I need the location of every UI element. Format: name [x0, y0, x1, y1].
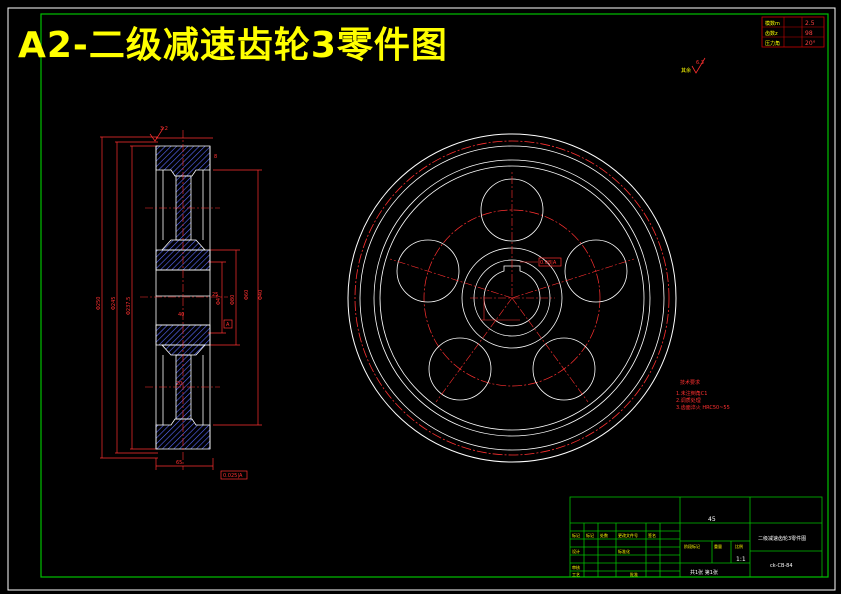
lightening-hole-3 — [532, 337, 596, 401]
title-block-scale: 1:1 — [736, 556, 746, 563]
title-block-drawing-no: ck-CB-84 — [770, 563, 793, 569]
datum-box — [223, 319, 233, 329]
title-block-row-label-2: 审核 — [572, 564, 580, 570]
dim-text-1: Φ245 — [111, 297, 117, 310]
dim-text-6: Φ60 — [244, 290, 250, 300]
lightening-hole-4 — [428, 337, 492, 401]
param-label-1: 齿数z — [765, 30, 778, 37]
top-roughness: 3.2 — [160, 126, 168, 132]
tolerance-frame-text: 0.025|A — [223, 473, 243, 479]
tech-req-item-1: 1.未注倒角C1 — [676, 390, 707, 397]
param-label-2: 压力角 — [765, 40, 780, 47]
title-block-col-label-0: 标记 — [586, 532, 594, 538]
dim-text-2: Φ237.5 — [126, 297, 132, 315]
param-value-2: 20° — [805, 40, 816, 47]
pitch-circle — [354, 140, 670, 456]
title-block-std-label: 标准化 — [618, 548, 630, 554]
roughness-note-label: 其余 — [681, 67, 691, 74]
title-block-row-label-1: 设计 — [572, 548, 580, 554]
tech-req-item-2: 2.调质处理 — [676, 397, 701, 404]
title-block-weight-label: 重量 — [714, 543, 722, 549]
lightening-hole-5 — [396, 239, 460, 303]
tip-circle — [347, 133, 677, 463]
keyway-tol-frame — [538, 257, 562, 267]
tech-req-heading: 技术要求 — [680, 379, 700, 386]
lightening-hole-2 — [564, 239, 628, 303]
title-block — [569, 496, 823, 578]
dim-text-11: 40 — [178, 312, 184, 318]
title-block-material: 45 — [708, 516, 716, 523]
title-block-row-label-3: 工艺 — [572, 572, 580, 577]
datum-label: A — [226, 322, 230, 328]
dim-text-10: 65 — [176, 460, 182, 466]
title-block-drawing-name: 二级减速齿轮3零件图 — [758, 535, 806, 542]
param-value-0: 2.5 — [805, 20, 815, 27]
title-block-stage-label: 阶段标记 — [684, 543, 700, 549]
title-block-row-label-0: 标记 — [572, 532, 580, 538]
root-circle — [359, 145, 665, 451]
keyway-tol-text: 0.08|A — [540, 260, 557, 266]
bore-keyway — [483, 265, 541, 327]
hole-center-circle — [423, 209, 601, 387]
inner-frame — [40, 13, 829, 578]
gear-section-view: 0.025|A A 3.2 Φ250 Φ245 Φ237.5 Φ80 Φ47 Φ… — [96, 126, 264, 480]
title-block-col-label-4: 签名 — [648, 532, 656, 538]
rim-inner-circle-2 — [379, 165, 645, 431]
dim-text-4: Φ47 — [216, 295, 222, 305]
param-label-0: 模数m — [765, 20, 780, 27]
title-block-col-label-3: 更改文件号 — [618, 532, 638, 538]
title-block-approve-label: 批准 — [630, 571, 638, 577]
dim-text-3: Φ80 — [230, 295, 236, 305]
dim-text-12: 8 — [214, 154, 217, 160]
tech-req-item-3: 3.齿面淬火 HRC50~55 — [676, 404, 730, 411]
tech-requirements: 技术要求 1.未注倒角C1 2.调质处理 3.齿面淬火 HRC50~55 — [676, 379, 730, 411]
roughness-note: 其余 6.3 — [681, 57, 706, 74]
param-value-1: 98 — [805, 30, 813, 37]
title-block-sheet-info: 共1张 第1张 — [690, 569, 718, 576]
tolerance-frame — [220, 470, 248, 480]
dim-text-5: Φ40 — [258, 290, 264, 300]
title-block-scale-label: 比例 — [735, 543, 743, 549]
rim-inner-circle — [373, 159, 651, 437]
dim-text-14: 25 — [212, 292, 218, 298]
title-block-col-label-1: 处数 — [600, 532, 608, 538]
roughness-note-value: 6.3 — [696, 60, 704, 66]
dim-text-13: 20 — [176, 381, 182, 387]
outer-frame — [7, 7, 836, 591]
dim-text-0: Φ250 — [96, 297, 102, 310]
gear-params-table: 模数m 2.5 齿数z 98 压力角 20° — [761, 16, 825, 48]
gear-face-view: 0.08|A — [347, 133, 677, 463]
drawing-title: A2-二级减速齿轮3零件图 — [18, 25, 448, 66]
